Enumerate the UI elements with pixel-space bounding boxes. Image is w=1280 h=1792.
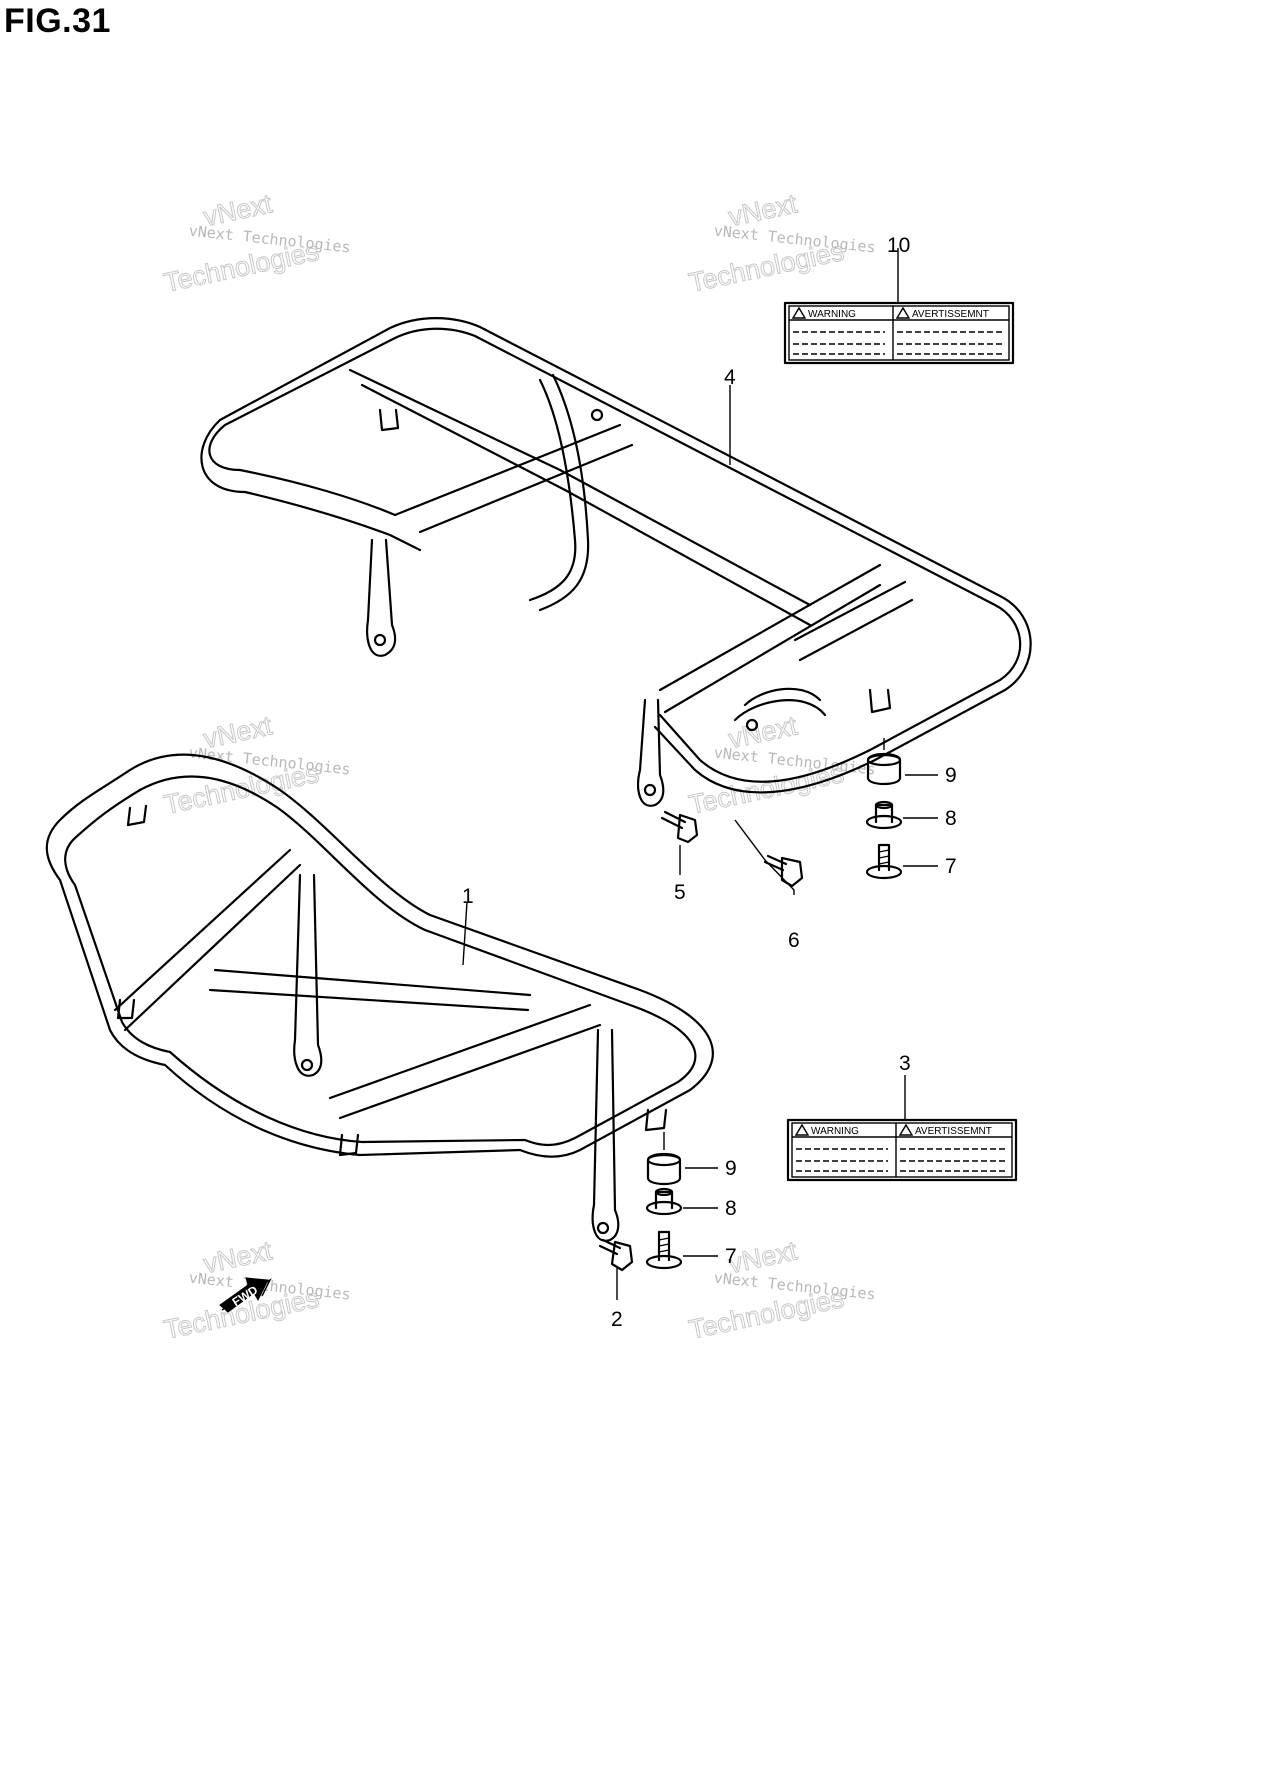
callout-9-upper: 9 xyxy=(945,764,957,787)
watermark-1: vNext vNext Technologies Technologies xyxy=(161,188,352,299)
warning-text: WARNING xyxy=(811,1126,859,1137)
watermark-6: vNext vNext Technologies Technologies xyxy=(686,1235,877,1346)
front-carrier xyxy=(45,753,714,1242)
bolt-2 xyxy=(598,1238,634,1272)
callout-8-upper: 8 xyxy=(945,807,957,830)
svg-text:Technologies: Technologies xyxy=(686,1283,846,1345)
cushion-upper xyxy=(866,752,902,786)
figure-title: FIG.31 xyxy=(4,2,111,40)
bolt-5 xyxy=(660,810,699,844)
warning-label-lower: WARNING AVERTISSEMNT xyxy=(786,1118,1018,1182)
callout-4: 4 xyxy=(724,366,736,389)
watermark-4: vNext vNext Technologies Technologies xyxy=(686,710,877,821)
callout-1: 1 xyxy=(462,885,474,908)
cushion-lower xyxy=(646,1152,682,1186)
callout-7-lower: 7 xyxy=(725,1245,737,1268)
leader-lines xyxy=(462,248,938,1300)
watermark-2: vNext vNext Technologies Technologies xyxy=(686,188,877,299)
collar-lower xyxy=(645,1187,683,1216)
rear-carrier xyxy=(200,317,1032,807)
callout-10: 10 xyxy=(887,234,910,257)
avertissement-text: AVERTISSEMNT xyxy=(915,1126,992,1137)
watermark-3: vNext vNext Technologies Technologies xyxy=(161,710,352,821)
bolt-upper-7 xyxy=(865,843,903,880)
avertissement-text: AVERTISSEMNT xyxy=(912,309,989,320)
callout-2: 2 xyxy=(611,1308,623,1331)
callout-5: 5 xyxy=(674,881,686,904)
warning-label-upper: WARNING AVERTISSEMNT xyxy=(783,301,1015,365)
svg-text:Technologies: Technologies xyxy=(686,236,846,298)
callout-7-upper: 7 xyxy=(945,855,957,878)
callout-6: 6 xyxy=(788,929,800,952)
callout-9-lower: 9 xyxy=(725,1157,737,1180)
warning-text: WARNING xyxy=(808,309,856,320)
svg-text:Technologies: Technologies xyxy=(161,236,321,298)
callout-3: 3 xyxy=(899,1052,911,1075)
callout-8-lower: 8 xyxy=(725,1197,737,1220)
bolt-6 xyxy=(763,854,804,888)
collar-upper xyxy=(865,800,903,830)
bolt-lower-7 xyxy=(645,1230,683,1270)
